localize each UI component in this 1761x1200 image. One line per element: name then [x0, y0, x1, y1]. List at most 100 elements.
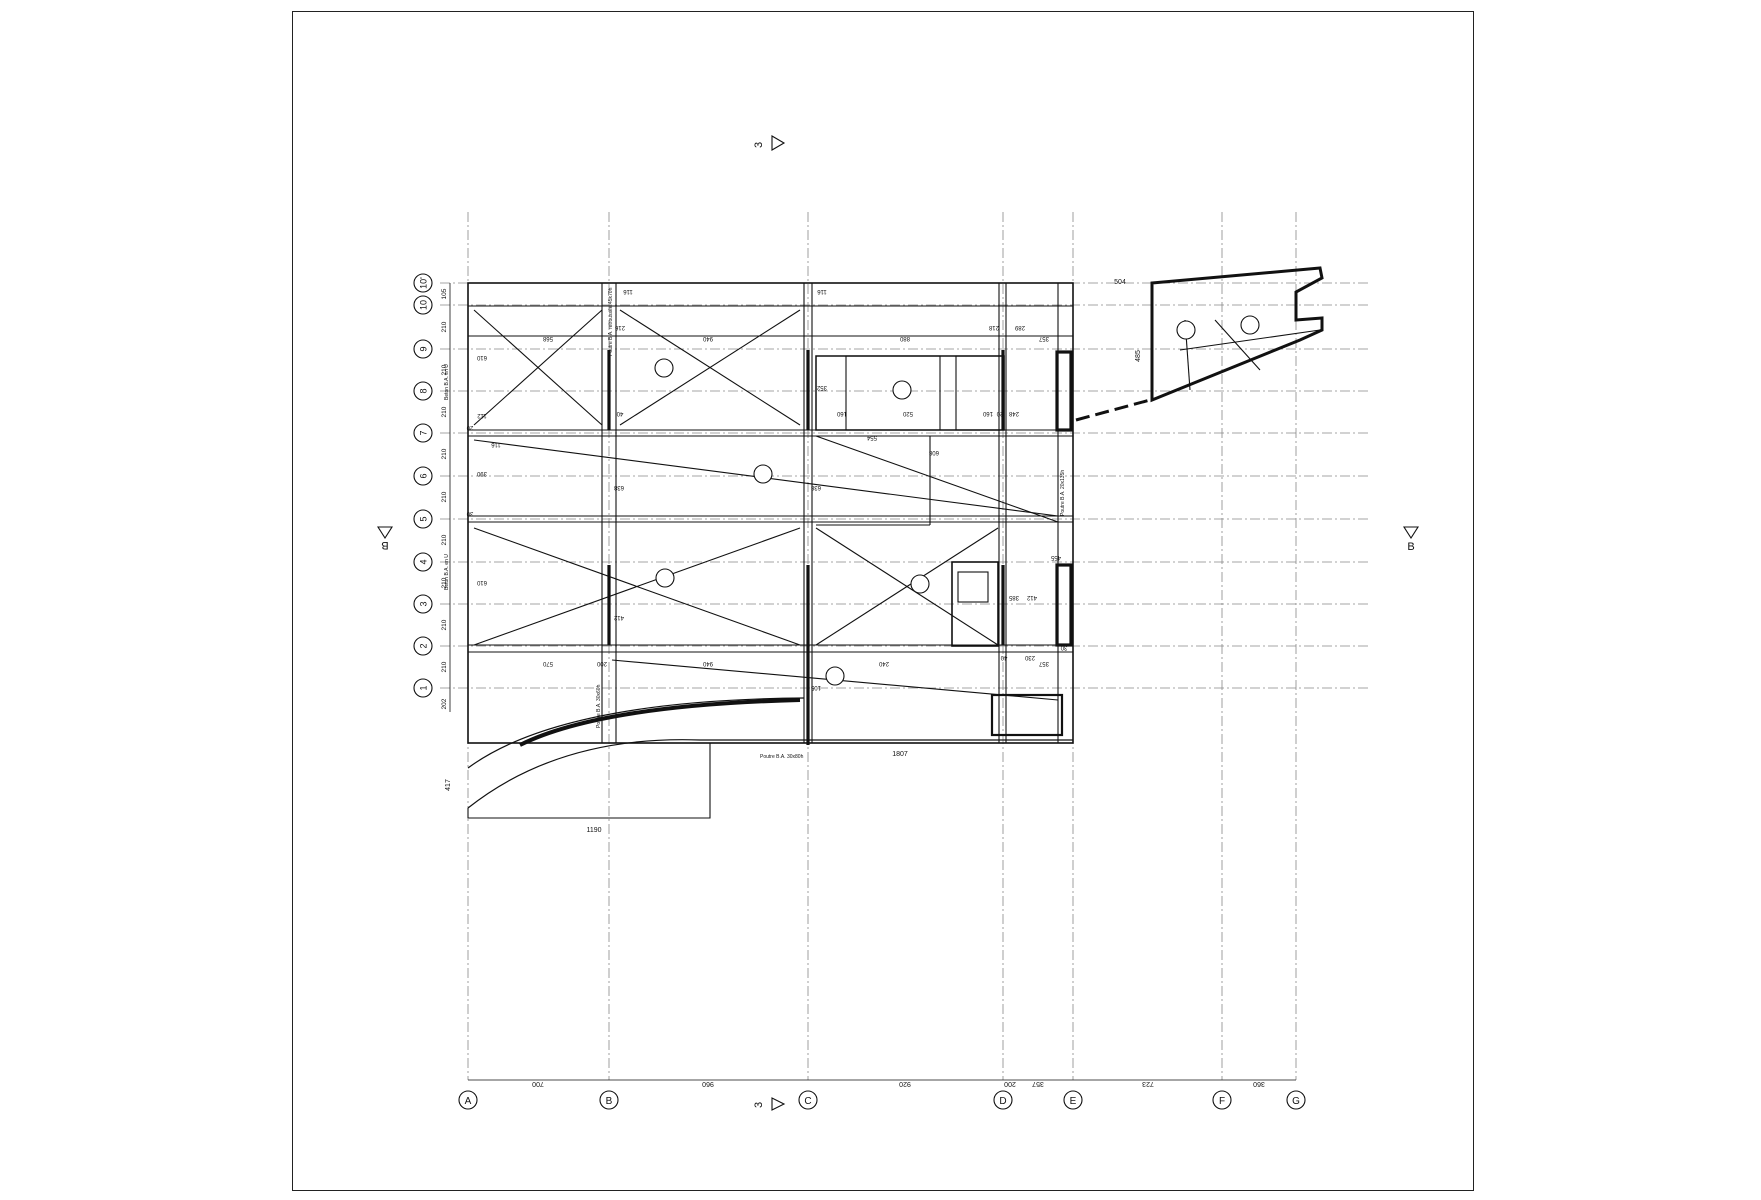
grid-label-row: 5	[419, 516, 429, 521]
span-dimension: 412	[1026, 594, 1037, 600]
span-dimension: 554	[866, 434, 877, 440]
span-dimension: 357	[1038, 660, 1049, 666]
span-dimension: 40	[616, 410, 623, 416]
left-dimension: 202	[441, 698, 448, 709]
span-dimension: 638	[810, 484, 821, 490]
grid-bubble-column	[993, 1090, 1013, 1110]
grid-bubble-column	[798, 1090, 818, 1110]
section-marks	[376, 135, 1420, 1111]
left-dimension: 210	[441, 661, 448, 672]
beam-label: Poutre B.A. retroussée 45x70h	[608, 287, 614, 356]
beam-label: Poutre B.A. 30x80h	[760, 754, 804, 760]
left-dimension: 210	[441, 577, 448, 588]
span-dimension: 20	[996, 410, 1003, 416]
grid-bubble-row	[413, 339, 433, 359]
bottom-dimension: 357	[1032, 1080, 1044, 1087]
span-dimension: 357	[1038, 335, 1049, 341]
bottom-dimension: 200	[1004, 1080, 1016, 1087]
span-dimension: 412	[613, 614, 624, 620]
grid-bubble-row	[413, 273, 433, 293]
span-dimension: 568	[542, 335, 553, 341]
grid-label-row: 2	[419, 643, 429, 648]
span-dimension: 352	[816, 384, 827, 390]
span-dimension: 248	[1008, 410, 1019, 416]
span-dimension: 116	[491, 441, 501, 447]
bottom-dimension: 920	[899, 1080, 911, 1087]
section-label-top: 3	[753, 142, 765, 148]
span-dimension: 880	[899, 335, 910, 341]
grid-label-column: A	[465, 1096, 472, 1107]
void-marker	[654, 358, 674, 378]
dimension-1190: 1190	[586, 827, 601, 834]
void-marker	[1240, 315, 1260, 335]
left-dimension: 210	[441, 448, 448, 459]
drawing-frame	[292, 11, 1474, 1191]
span-dimension: 105	[810, 684, 821, 690]
bottom-dimension: 700	[532, 1080, 544, 1087]
section-label-right: B	[1407, 541, 1414, 553]
span-dimension: 638	[613, 484, 624, 490]
grid-bubble-column	[599, 1090, 619, 1110]
grid-label-row: 10'	[419, 277, 429, 289]
span-dimension: 940	[702, 660, 713, 666]
grid-label-column: D	[999, 1096, 1006, 1107]
grid-bubble-row	[413, 594, 433, 614]
span-dimension: 230	[1024, 654, 1035, 660]
bottom-dimension: 360	[1253, 1080, 1265, 1087]
left-dimension: 210	[441, 364, 448, 375]
span-dimension: 608	[928, 449, 939, 455]
span-dimension: 218	[988, 324, 999, 330]
span-dimension: 520	[902, 410, 913, 416]
grid-bubble-column	[1286, 1090, 1306, 1110]
grid-bubble-row	[413, 381, 433, 401]
bottom-dimension: 723	[1142, 1080, 1154, 1087]
section-label-left: B	[381, 539, 388, 551]
span-dimension: 570	[542, 660, 553, 666]
beam-label: Beton B.A. en U	[444, 554, 450, 590]
span-dimension: 216	[614, 324, 625, 330]
dimension-1807: 1807	[892, 751, 908, 758]
span-dimension: 116	[817, 288, 827, 294]
grid-label-column: B	[606, 1096, 613, 1107]
span-dimension: 385	[1008, 594, 1019, 600]
span-dimension: 40	[1000, 654, 1007, 660]
grid-label-column: C	[804, 1096, 811, 1107]
span-dimension: 112	[477, 412, 487, 418]
grid-bubble-row	[413, 636, 433, 656]
grid-bubble-column	[1063, 1090, 1083, 1110]
span-dimension: 390	[476, 470, 487, 476]
grid-bubble-row	[413, 552, 433, 572]
beam-label: Beton B.A. en U	[444, 364, 450, 400]
span-dimension: 455	[1050, 554, 1061, 560]
grid-label-row: 8	[419, 388, 429, 393]
beam-label: Poutre B.A. 30x60h	[596, 684, 602, 728]
span-dimension: 289	[1014, 324, 1025, 330]
void-marker	[1176, 320, 1196, 340]
left-dimension: 210	[441, 534, 448, 545]
grid-bubble-column	[458, 1090, 478, 1110]
structure-outline	[467, 266, 1324, 819]
void-marker	[825, 666, 845, 686]
grid-label-row: 4	[419, 559, 429, 564]
grid-label-row: 7	[419, 430, 429, 435]
span-dimension: 160	[836, 410, 847, 416]
void-marker	[892, 380, 912, 400]
left-dimension: 210	[441, 406, 448, 417]
dimension-417: 417	[445, 779, 452, 791]
grid-label-row: 10	[419, 300, 429, 310]
void-marker	[655, 568, 675, 588]
grid-label-column: F	[1219, 1096, 1225, 1107]
dimension-485: 485	[1135, 350, 1142, 362]
bottom-dimension: 960	[702, 1080, 714, 1087]
grid-label-row: 3	[419, 601, 429, 606]
span-dimension: 200	[596, 660, 607, 666]
grid-label-column: G	[1292, 1096, 1300, 1107]
grid-label-column: E	[1070, 1096, 1077, 1107]
grid-label-row: 1	[419, 685, 429, 690]
span-dimension: 20	[466, 424, 473, 430]
grid-axes	[440, 212, 1370, 1081]
span-dimension: 116	[623, 288, 633, 294]
grid-bubble-row	[413, 466, 433, 486]
